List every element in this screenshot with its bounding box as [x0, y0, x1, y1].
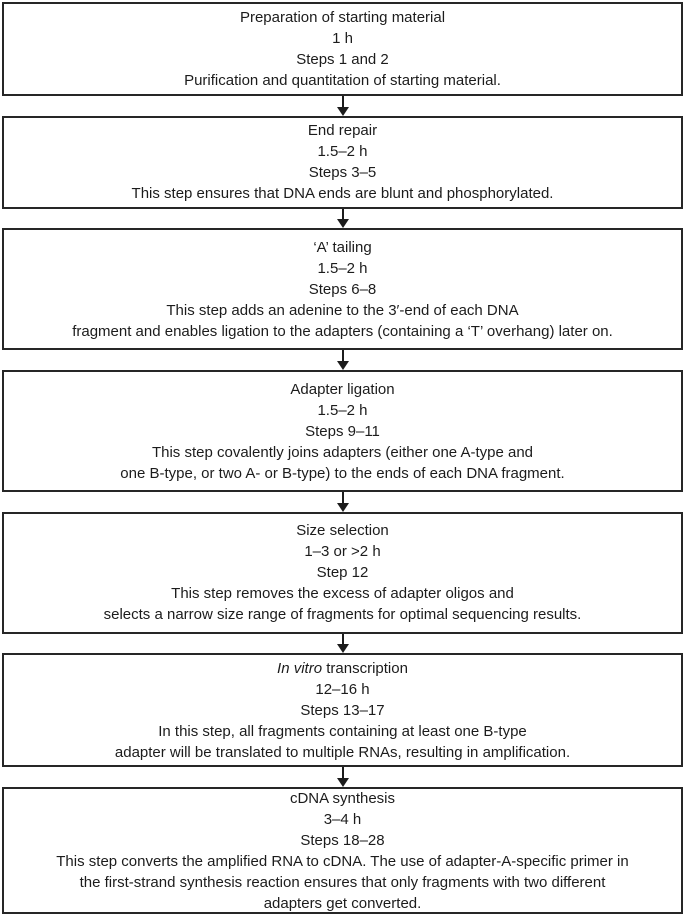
step-description-line: fragment and enables ligation to the ada…	[72, 322, 613, 340]
step-title-text: transcription	[322, 659, 408, 677]
flow-arrow-down	[2, 767, 683, 788]
step-range: Steps 6–8	[308, 280, 377, 298]
step-duration: 1–3 or >2 h	[304, 543, 381, 561]
arrow-stem	[341, 350, 344, 362]
step-title: ‘A’ tailing	[313, 237, 371, 258]
flow-arrow-down	[2, 633, 683, 654]
step-duration: 3–4 h	[323, 810, 362, 828]
step-box-preparation: Preparation of starting material 1 h Ste…	[2, 2, 683, 96]
step-title: cDNA synthesis	[290, 788, 395, 809]
step-box-in-vitro-transcription: In vitro transcription 12–16 h Steps 13–…	[2, 653, 683, 768]
step-description-line: one B-type, or two A- or B-type) to the …	[120, 464, 565, 482]
step-duration: 1.5–2 h	[317, 401, 368, 419]
step-range: Steps 13–17	[300, 701, 385, 719]
step-description-line: selects a narrow size range of fragments…	[103, 606, 582, 624]
arrow-down-icon	[336, 644, 349, 654]
step-description-line: adapters get converted.	[263, 894, 422, 912]
step-duration: 1.5–2 h	[317, 143, 368, 161]
step-title-text: Preparation of starting material	[239, 9, 446, 26]
step-title: Adapter ligation	[290, 379, 394, 400]
arrow-down-icon	[336, 361, 349, 371]
step-description-line: the first-strand synthesis reaction ensu…	[79, 873, 606, 891]
step-description-line: This step covalently joins adapters (eit…	[151, 443, 534, 461]
step-description-line: This step ensures that DNA ends are blun…	[131, 185, 554, 203]
arrow-down-icon	[336, 502, 349, 512]
step-title: Preparation of starting material	[240, 7, 445, 28]
arrow-stem	[341, 633, 344, 645]
arrow-stem	[341, 767, 344, 779]
step-title-text: Size selection	[296, 522, 389, 540]
step-box-a-tailing: ‘A’ tailing 1.5–2 h Steps 6–8 This step …	[2, 228, 683, 351]
flow-arrow-down	[2, 96, 683, 116]
step-duration: 1 h	[332, 30, 353, 47]
flow-arrow-down	[2, 492, 683, 512]
step-duration: 1.5–2 h	[317, 259, 368, 277]
step-box-adapter-ligation: Adapter ligation 1.5–2 h Steps 9–11 This…	[2, 370, 683, 493]
step-title-text: cDNA synthesis	[289, 789, 396, 807]
step-range: Step 12	[316, 564, 369, 582]
step-box-cdna-synthesis: cDNA synthesis 3–4 h Steps 18–28 This st…	[2, 787, 683, 915]
arrow-down-icon	[336, 778, 349, 788]
arrow-down-icon	[336, 106, 349, 116]
step-description-line: In this step, all fragments containing a…	[158, 722, 527, 740]
step-range: Steps 9–11	[305, 422, 380, 440]
step-range: Steps 1 and 2	[296, 51, 389, 68]
step-description-line: This step removes the excess of adapter …	[171, 585, 514, 603]
arrow-stem	[341, 208, 344, 220]
arrow-stem	[341, 492, 344, 503]
step-duration: 12–16 h	[315, 680, 370, 698]
flow-arrow-down	[2, 350, 683, 371]
step-description-line: This step converts the amplified RNA to …	[56, 852, 629, 870]
step-title: End repair	[308, 120, 377, 141]
step-box-end-repair: End repair 1.5–2 h Steps 3–5 This step e…	[2, 115, 683, 209]
arrow-stem	[341, 96, 344, 107]
arrow-down-icon	[336, 219, 349, 229]
step-title-text: ‘A’ tailing	[313, 238, 372, 256]
step-title: Size selection	[296, 520, 389, 541]
step-description-line: adapter will be translated to multiple R…	[114, 743, 571, 761]
step-description-line: This step adds an adenine to the 3′-end …	[166, 301, 519, 319]
step-title: In vitro transcription	[277, 658, 408, 679]
step-range: Steps 3–5	[308, 164, 377, 182]
step-range: Steps 18–28	[300, 831, 385, 849]
step-box-size-selection: Size selection 1–3 or >2 h Step 12 This …	[2, 511, 683, 634]
step-title-italic: In vitro	[277, 659, 323, 677]
flow-arrow-down	[2, 208, 683, 229]
step-description-line: Purification and quantitation of startin…	[184, 72, 501, 89]
step-title-text: End repair	[307, 122, 378, 140]
step-title-text: Adapter ligation	[290, 380, 395, 398]
